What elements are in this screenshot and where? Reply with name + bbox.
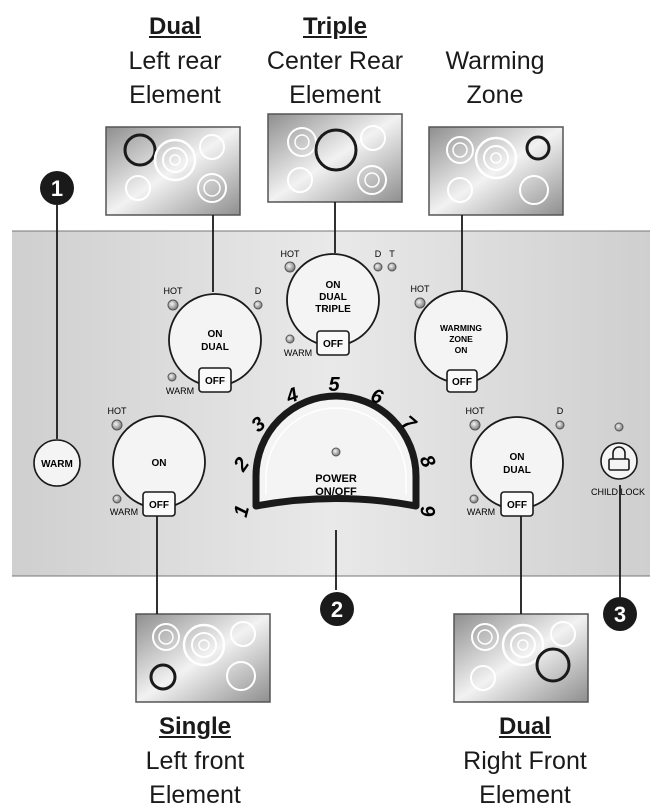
callout-label: 3 (614, 602, 626, 627)
caption-type: Triple (302, 13, 368, 40)
on-label: ON (510, 452, 525, 463)
warm-label: WARM (284, 348, 312, 358)
callout-2: 2 (320, 592, 354, 626)
power-label: POWER (315, 473, 357, 485)
caption-line: Right Front (463, 747, 587, 775)
warm-indicator-light (167, 372, 177, 382)
off-button[interactable]: OFF (142, 491, 176, 517)
hot-label: HOT (281, 249, 301, 259)
hot-label: HOT (466, 406, 486, 416)
caption-line: Zone (466, 81, 524, 109)
power-label: ON/OFF (315, 486, 357, 498)
triple-indicator-light (387, 262, 397, 272)
off-button[interactable]: OFF (198, 367, 232, 393)
warm-label: WARM (467, 507, 495, 517)
caption-line: Element (289, 81, 381, 109)
child-lock-indicator-light (614, 422, 624, 432)
caption-line: Element (129, 81, 221, 109)
caption-line: Center Rear (266, 47, 404, 75)
caption-line: Warming (445, 47, 545, 75)
warm-button[interactable]: WARM (33, 439, 81, 487)
warm-indicator-light (285, 334, 295, 344)
control-left-rear[interactable]: HOT D ON DUAL WARM OFF (164, 286, 263, 396)
hot-indicator-light (167, 299, 179, 311)
warming-zone-label: WARMING (440, 323, 482, 333)
dual-indicator-label: D (255, 286, 262, 296)
warming-zone-label: ZONE (449, 334, 473, 344)
off-button-label: OFF (205, 376, 225, 387)
on-label: ON (208, 329, 223, 340)
control-center-rear[interactable]: HOT D T ON DUAL TRIPLE WARM OFF (281, 249, 397, 358)
dual-indicator-label: D (375, 249, 382, 259)
off-button-label: OFF (149, 500, 169, 511)
caption-line: Left front (145, 747, 245, 775)
on-label: ON (326, 280, 341, 291)
on-label: ON (152, 458, 167, 469)
hot-indicator-light (284, 261, 296, 273)
caption-warming-zone: Warming Zone (410, 10, 580, 112)
cooktop-thumbnail-center-rear (267, 113, 403, 203)
child-lock-label: CHILD LOCK (591, 487, 645, 497)
warm-button-label: WARM (41, 459, 73, 470)
dual-label: DUAL (201, 342, 229, 353)
cooktop-thumbnail-warming-zone (428, 126, 564, 216)
cooktop-thumbnail-left-rear (105, 126, 241, 216)
caption-line: Element (479, 781, 571, 809)
dual-indicator-light (555, 420, 565, 430)
off-button[interactable]: OFF (316, 330, 350, 356)
dual-indicator-light (373, 262, 383, 272)
caption-line: Element (149, 781, 241, 809)
hot-indicator-light (469, 419, 481, 431)
hot-label: HOT (108, 406, 128, 416)
triple-indicator-label: T (389, 249, 395, 259)
caption-center-rear: Triple Center Rear Element (250, 10, 420, 112)
child-lock-button[interactable] (600, 442, 638, 480)
power-level-5: 5 (328, 374, 340, 396)
off-button[interactable]: OFF (500, 491, 534, 517)
warming-zone-label: ON (455, 345, 468, 355)
off-button[interactable]: OFF (446, 369, 478, 393)
callout-3: 3 (603, 597, 637, 631)
off-button-label: OFF (452, 377, 472, 388)
control-right-front[interactable]: HOT D ON DUAL WARM OFF (466, 406, 565, 517)
dual-label: DUAL (319, 292, 347, 303)
off-button-label: OFF (507, 500, 527, 511)
caption-line: Left rear (128, 47, 222, 75)
warm-label: WARM (166, 386, 194, 396)
control-left-front[interactable]: HOT ON WARM OFF (108, 406, 206, 517)
hot-label: HOT (411, 284, 431, 294)
warm-label: WARM (110, 507, 138, 517)
triple-label: TRIPLE (315, 304, 351, 315)
power-indicator-light (331, 447, 341, 457)
leader-lines (56, 202, 621, 614)
dual-indicator-light (253, 300, 263, 310)
callout-1: 1 (40, 171, 74, 205)
power-level-1: 1 (230, 503, 254, 519)
off-button-label: OFF (323, 339, 343, 350)
caption-type: Dual (498, 713, 551, 740)
cooktop-thumbnail-right-front (453, 613, 589, 703)
callout-label: 1 (51, 176, 63, 201)
warm-indicator-light (112, 494, 122, 504)
hot-indicator-light (111, 419, 123, 431)
callout-label: 2 (331, 597, 343, 622)
dual-indicator-label: D (557, 406, 564, 416)
lock-icon (608, 446, 630, 471)
dual-label: DUAL (503, 465, 531, 476)
caption-right-front: Dual Right Front Element (440, 710, 610, 812)
caption-type: Dual (148, 13, 201, 40)
hot-indicator-light (414, 297, 426, 309)
caption-left-rear: Dual Left rear Element (95, 10, 255, 112)
cooktop-thumbnail-left-front (135, 613, 271, 703)
control-warming-zone[interactable]: HOT WARMING ZONE ON OFF (411, 284, 508, 393)
warm-indicator-light (469, 494, 479, 504)
power-level-9: 9 (415, 504, 439, 520)
hot-label: HOT (164, 286, 184, 296)
caption-type: Single (158, 713, 231, 740)
caption-left-front: Single Left front Element (115, 710, 275, 812)
child-lock-control[interactable]: CHILD LOCK (591, 422, 645, 497)
